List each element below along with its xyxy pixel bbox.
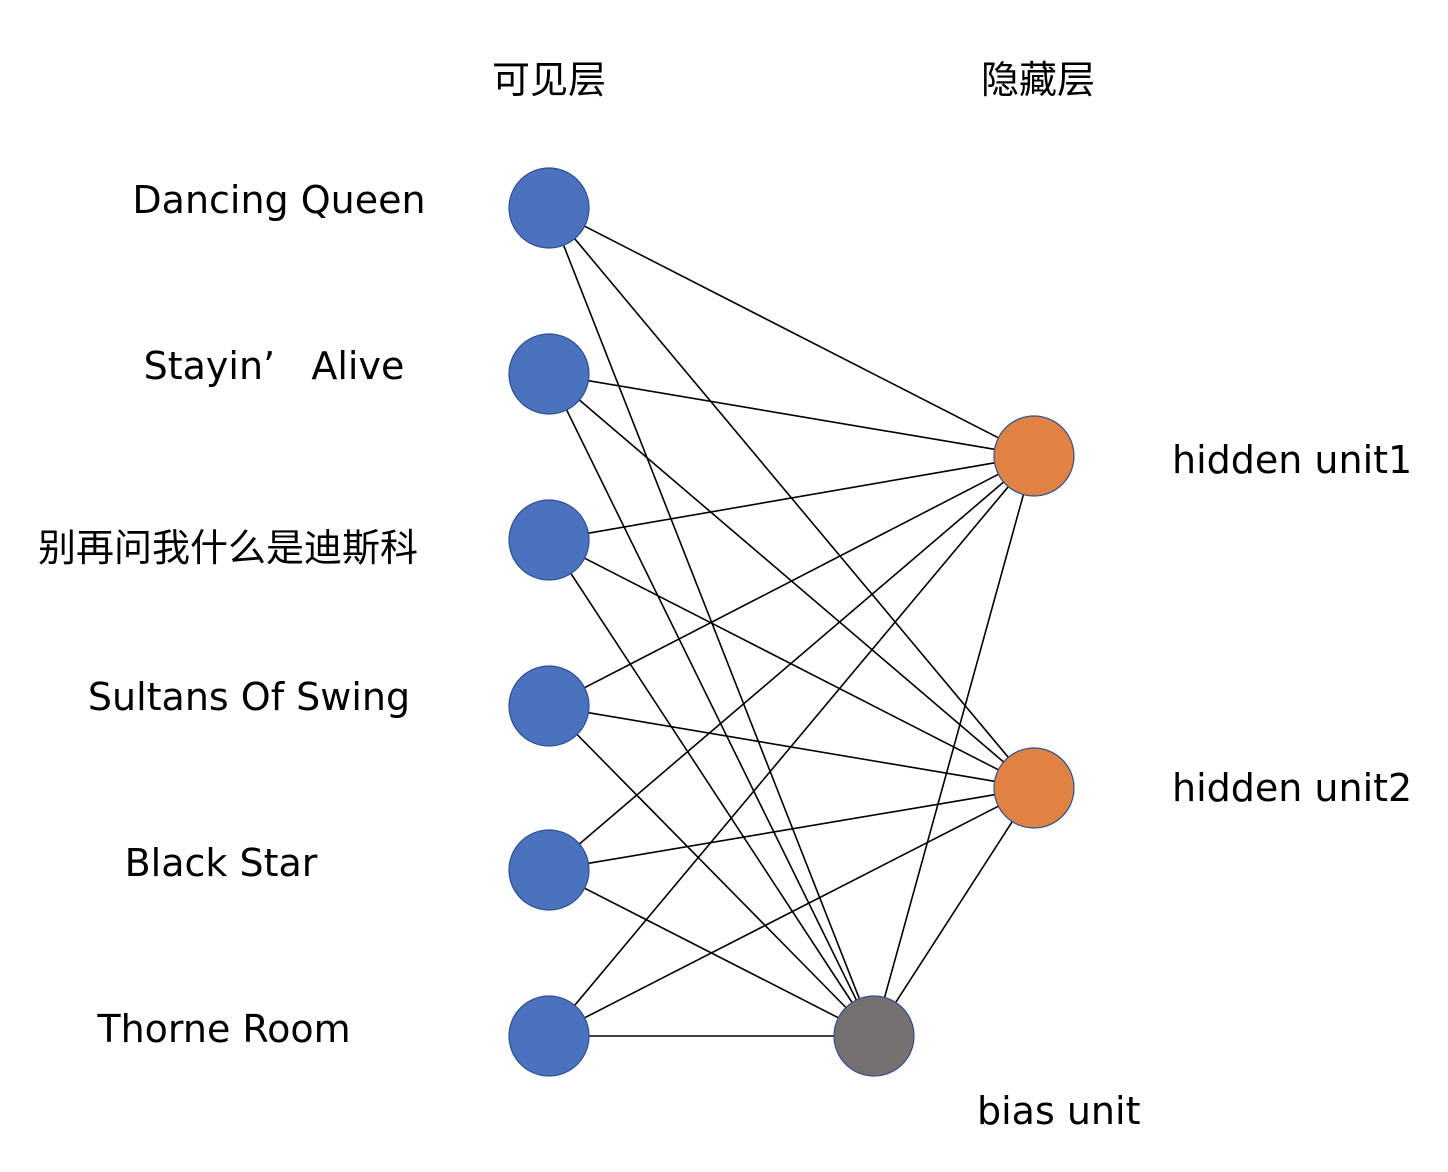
- visible-unit-dancing-queen: [508, 167, 590, 249]
- visible-label-bie-zai-wen: 别再问我什么是迪斯科: [38, 526, 418, 570]
- edge-visible6-to-hidden2: [584, 805, 999, 1019]
- bias-unit-label: bias unit: [977, 1089, 1140, 1133]
- visible-label-black-star: Black Star: [125, 841, 318, 885]
- visible-unit-thorne-room: [508, 995, 590, 1077]
- edge-visible6-to-hidden1: [574, 486, 1009, 1006]
- edge-visible2-to-bias: [565, 409, 858, 1001]
- edge-visible4-to-bias: [576, 733, 847, 1009]
- hidden-layer: [993, 415, 1075, 829]
- hidden-unit-2: [993, 747, 1075, 829]
- hidden-layer-header: 隐藏层: [981, 58, 1095, 102]
- visible-layer: [508, 167, 590, 1077]
- visible-label-sultans-of-swing: Sultans Of Swing: [88, 675, 410, 719]
- edge-bias-to-hidden1: [883, 494, 1025, 998]
- connection-lines: [562, 225, 1025, 1037]
- visible-label-dancing-queen: Dancing Queen: [132, 178, 425, 222]
- visible-layer-header: 可见层: [492, 58, 606, 102]
- visible-unit-stayin-alive: [508, 333, 590, 415]
- edge-bias-to-hidden2: [895, 821, 1013, 1003]
- hidden-label-unit1: hidden unit1: [1172, 438, 1412, 482]
- edge-visible5-to-hidden2: [588, 793, 995, 865]
- edge-visible4-to-hidden1: [584, 473, 999, 689]
- visible-label-stayin-alive: Stayin’ Alive: [144, 344, 405, 388]
- edge-visible1-to-hidden1: [584, 225, 999, 439]
- edge-visible5-to-hidden1: [578, 481, 1005, 845]
- hidden-label-unit2: hidden unit2: [1172, 766, 1412, 810]
- edge-visible3-to-bias: [570, 573, 853, 1003]
- visible-unit-bie-zai-wen: [508, 499, 590, 581]
- edge-visible2-to-hidden1: [588, 379, 995, 451]
- visible-unit-black-star: [508, 829, 590, 911]
- visible-unit-sultans-of-swing: [508, 665, 590, 747]
- visible-label-thorne-room: Thorne Room: [96, 1007, 350, 1051]
- hidden-unit-1: [993, 415, 1075, 497]
- edge-visible3-to-hidden1: [588, 462, 995, 534]
- bias-unit-node: [833, 995, 915, 1077]
